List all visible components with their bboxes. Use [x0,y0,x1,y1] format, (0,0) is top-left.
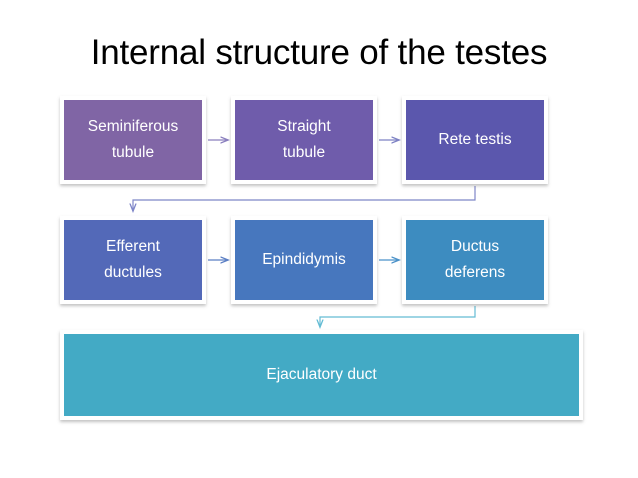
node-efferent-ductules[interactable]: Efferent ductules [60,216,206,304]
connector-rete-to-efferent [133,186,476,211]
node-label: Straight tubule [277,118,331,161]
node-epindidymis[interactable]: Epindidymis [231,216,377,304]
node-ejaculatory-duct[interactable]: Ejaculatory duct [60,330,583,420]
node-label: Epindidymis [262,251,346,268]
node-label: Rete testis [438,131,512,148]
node-label: Ejaculatory duct [266,366,377,383]
node-ductus-deferens[interactable]: Ductus deferens [402,216,548,304]
node-label: Ductus deferens [444,238,506,281]
page-title: Internal structure of the testes [90,33,548,72]
node-label: Efferent ductules [104,238,162,281]
connector-ductus-to-ejaculatory [320,306,476,327]
node-seminiferous-tubule[interactable]: Seminiferous tubule [60,96,206,184]
node-label: Seminiferous tubule [87,118,179,161]
node-straight-tubule[interactable]: Straight tubule [231,96,377,184]
node-rete-testis[interactable]: Rete testis [402,96,548,184]
